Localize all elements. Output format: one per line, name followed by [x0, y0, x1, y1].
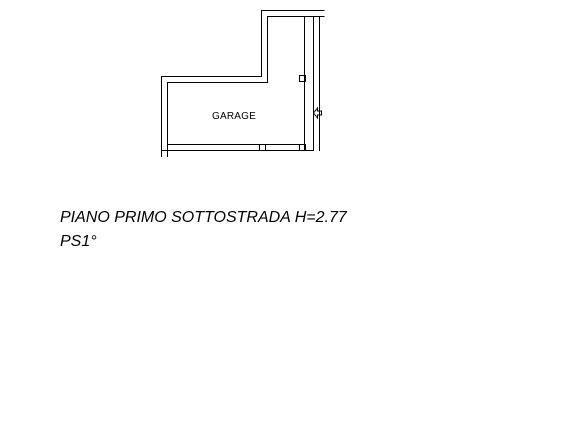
floor-plan: GARAGE	[161, 10, 325, 157]
floor-code: PS1°	[60, 233, 97, 250]
door-jamb-upper	[299, 75, 306, 82]
room-label-garage: GARAGE	[212, 111, 256, 122]
floor-title: PIANO PRIMO SOTTOSTRADA H=2.77	[60, 209, 347, 226]
entrance-arrow-icon	[312, 106, 322, 120]
outer-wall	[161, 10, 325, 157]
inner-wall	[167, 16, 325, 157]
bottom-wall-jamb	[259, 144, 266, 151]
door-jamb-lower	[299, 144, 306, 151]
